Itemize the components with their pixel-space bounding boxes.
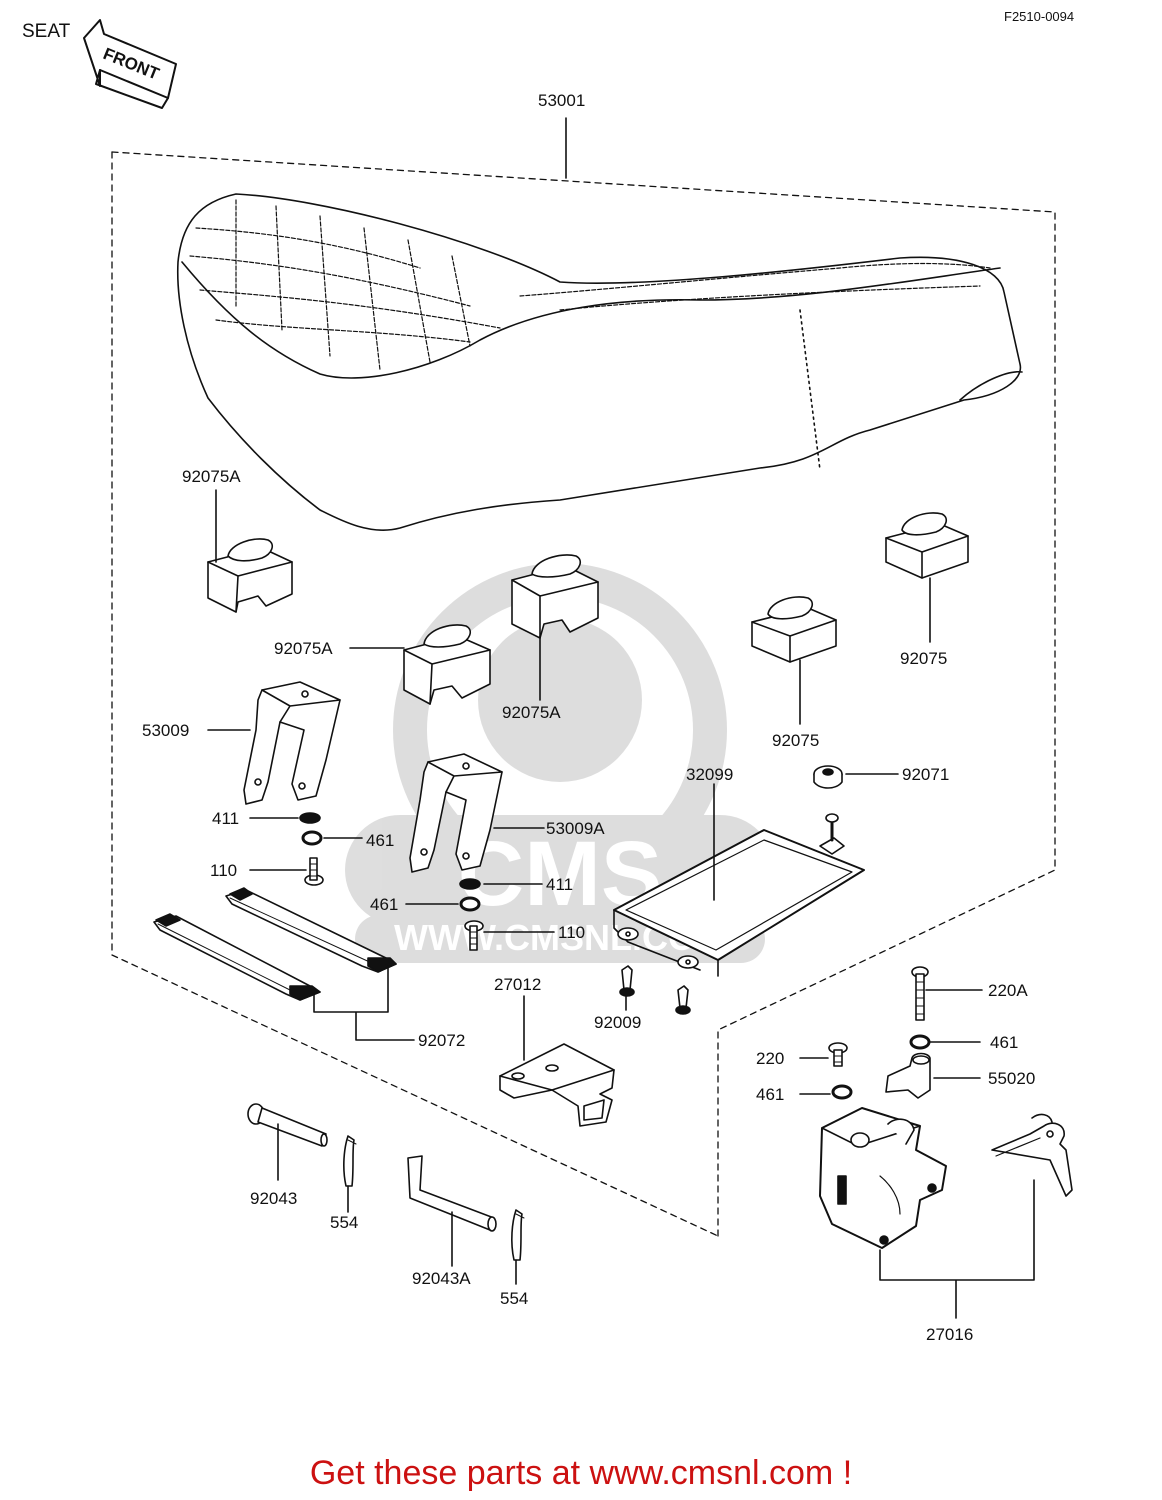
- part-label-92075a[interactable]: 92075A: [502, 703, 561, 722]
- part-label-53009[interactable]: 53009: [142, 721, 190, 740]
- part-label-53001[interactable]: 53001: [538, 91, 586, 110]
- damper-92075a-left: [207, 538, 293, 613]
- part-label-411[interactable]: 411: [546, 875, 574, 894]
- strap-92072-lower: [153, 913, 321, 1001]
- part-label-92075[interactable]: 92075: [900, 649, 948, 668]
- screw-92009-second: [675, 985, 691, 1015]
- clip-554-1: [343, 1135, 357, 1187]
- pin-92043: [247, 1103, 328, 1147]
- bolt-110-1: [304, 857, 324, 886]
- nut-461-4: [831, 1084, 853, 1100]
- screw-220: [828, 1042, 848, 1067]
- strap-92072-upper: [225, 887, 397, 973]
- plate-27012: [499, 1043, 615, 1127]
- screw-220a: [911, 966, 929, 1021]
- part-label-92075a[interactable]: 92075A: [182, 467, 241, 486]
- clip-554-2: [511, 1209, 525, 1261]
- part-label-110[interactable]: 110: [210, 861, 238, 880]
- part-label-55020[interactable]: 55020: [988, 1069, 1036, 1088]
- screw-92009: [619, 965, 635, 997]
- part-label-461[interactable]: 461: [366, 831, 395, 850]
- part-label-53009a[interactable]: 53009A: [546, 819, 605, 838]
- part-label-461[interactable]: 461: [990, 1033, 1019, 1052]
- pin-92043a: [407, 1155, 497, 1232]
- part-label-27016[interactable]: 27016: [926, 1325, 974, 1344]
- part-label-554[interactable]: 554: [500, 1289, 529, 1308]
- diagram-code: F2510-0094: [1004, 9, 1075, 24]
- part-label-92075a[interactable]: 92075A: [274, 639, 333, 658]
- damper-92075-center: [751, 596, 837, 663]
- lock-assembly-27016: [819, 1107, 947, 1249]
- damper-92075-right: [885, 512, 969, 579]
- bracket-53009a: [409, 753, 503, 873]
- part-label-461[interactable]: 461: [756, 1085, 785, 1104]
- damper-92075a-mid: [403, 624, 491, 705]
- washer-411-1: [299, 812, 321, 824]
- assembly-outline: [111, 151, 1056, 1237]
- grommet-92071: [813, 765, 843, 789]
- page-title: SEAT: [22, 21, 71, 42]
- bracket-53009: [243, 681, 341, 805]
- part-label-92043[interactable]: 92043: [250, 1189, 298, 1208]
- part-label-220a[interactable]: 220A: [988, 981, 1028, 1000]
- bolt-110-2: [464, 920, 484, 951]
- part-label-220[interactable]: 220: [756, 1049, 785, 1068]
- nut-461-3: [909, 1034, 931, 1050]
- part-label-92009[interactable]: 92009: [594, 1013, 642, 1032]
- part-label-32099[interactable]: 32099: [686, 765, 734, 784]
- washer-411-2: [459, 878, 481, 890]
- part-label-461[interactable]: 461: [370, 895, 399, 914]
- keys-27016: [991, 1113, 1073, 1197]
- part-label-27012[interactable]: 27012: [494, 975, 542, 994]
- shop-parts-link[interactable]: Get these parts at www.cmsnl.com !: [309, 1454, 853, 1492]
- seat-53001: [176, 193, 1023, 531]
- part-label-411[interactable]: 411: [212, 809, 240, 828]
- part-label-554[interactable]: 554: [330, 1213, 359, 1232]
- leader-92072: [313, 965, 415, 1041]
- part-label-92075[interactable]: 92075: [772, 731, 820, 750]
- part-label-92072[interactable]: 92072: [418, 1031, 466, 1050]
- part-label-92071[interactable]: 92071: [902, 765, 950, 784]
- part-label-110[interactable]: 110: [558, 923, 586, 942]
- leader-27016: [879, 1179, 1035, 1319]
- guide-55020: [885, 1052, 931, 1099]
- part-label-92043a[interactable]: 92043A: [412, 1269, 471, 1288]
- nut-461-2: [459, 896, 481, 912]
- nut-461-1: [301, 830, 323, 846]
- damper-92075a-right: [511, 554, 599, 639]
- front-arrow-icon: FRONT: [83, 19, 177, 109]
